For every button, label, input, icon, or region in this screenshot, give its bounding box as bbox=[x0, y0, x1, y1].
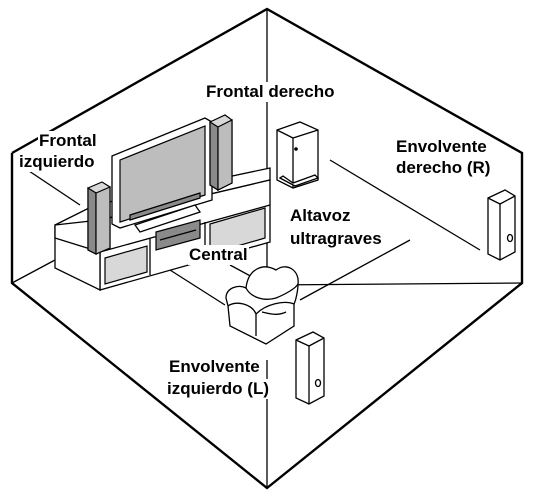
label-front-left-line2: izquierdo bbox=[18, 152, 96, 172]
armchair bbox=[225, 266, 299, 345]
label-surround-right-line1: Envolvente bbox=[395, 137, 488, 157]
label-surround-left-line1: Envolvente bbox=[168, 357, 261, 377]
subwoofer bbox=[276, 121, 320, 189]
label-surround-left-line2: izquierdo (L) bbox=[166, 379, 270, 399]
label-front-right: Frontal derecho bbox=[205, 82, 336, 102]
label-subwoofer-line2: ultragraves bbox=[289, 229, 383, 249]
television bbox=[111, 117, 213, 233]
label-subwoofer-line1: Altavoz bbox=[289, 206, 352, 226]
front-left-speaker bbox=[87, 181, 111, 255]
label-center: Central bbox=[188, 245, 249, 265]
tv-cabinet bbox=[54, 167, 271, 292]
label-surround-right-line2: derecho (R) bbox=[395, 158, 492, 178]
surround-left-speaker bbox=[295, 331, 325, 405]
surround-right-speaker bbox=[487, 189, 516, 261]
front-right-speaker bbox=[209, 114, 233, 192]
label-front-left-line1: Frontal bbox=[38, 131, 98, 151]
